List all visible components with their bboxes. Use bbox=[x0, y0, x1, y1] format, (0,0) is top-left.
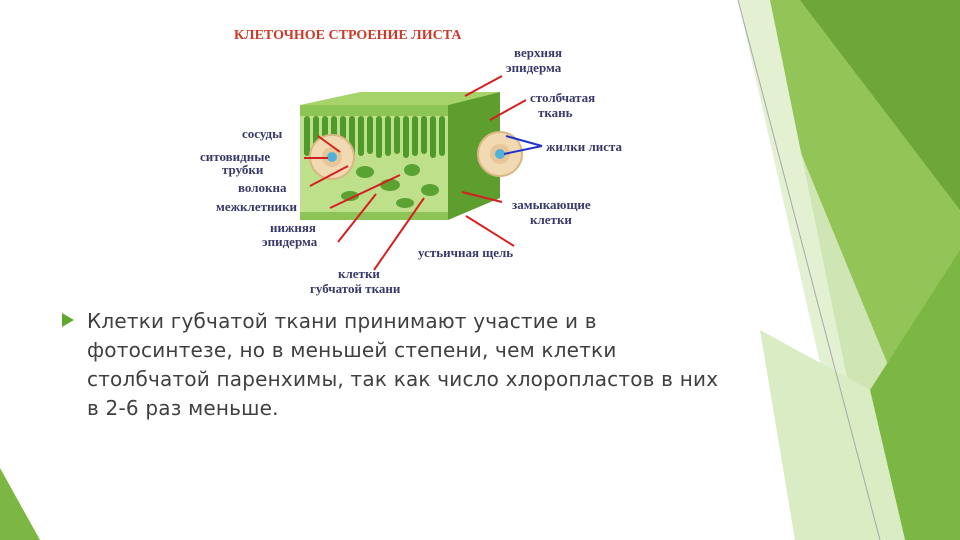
label-guard-cells-line2: клетки bbox=[530, 212, 572, 227]
diagram-title: КЛЕТОЧНОЕ СТРОЕНИЕ ЛИСТА bbox=[234, 28, 462, 43]
label-sieve-tubes-line2: трубки bbox=[222, 162, 264, 177]
leaf-structure-diagram: КЛЕТОЧНОЕ СТРОЕНИЕ ЛИСТА bbox=[200, 20, 680, 300]
label-stoma: устьичная щель bbox=[418, 245, 513, 260]
label-upper-epidermis-line1: верхняя bbox=[514, 45, 562, 60]
label-lower-epidermis-line2: эпидерма bbox=[262, 234, 318, 249]
label-guard-cells-line1: замыкающие bbox=[512, 197, 591, 212]
bullet-arrow-icon bbox=[62, 313, 74, 327]
label-veins: жилки листа bbox=[546, 139, 623, 154]
bullet-text: Клетки губчатой ткани принимают участие … bbox=[87, 307, 727, 423]
leaf-cross-section-illustration bbox=[300, 92, 522, 220]
label-upper-epidermis-line2: эпидерма bbox=[506, 60, 562, 75]
label-spongy-line1: клетки bbox=[338, 266, 380, 281]
label-lower-epidermis-line1: нижняя bbox=[270, 220, 316, 235]
label-palisade-line1: столбчатая bbox=[530, 90, 595, 105]
label-vessels: сосуды bbox=[242, 126, 282, 141]
label-palisade-line2: ткань bbox=[538, 105, 573, 120]
label-spongy-line2: губчатой ткани bbox=[310, 281, 401, 296]
label-intercellular: межклетники bbox=[216, 199, 297, 214]
label-fibers: волокна bbox=[238, 180, 287, 195]
